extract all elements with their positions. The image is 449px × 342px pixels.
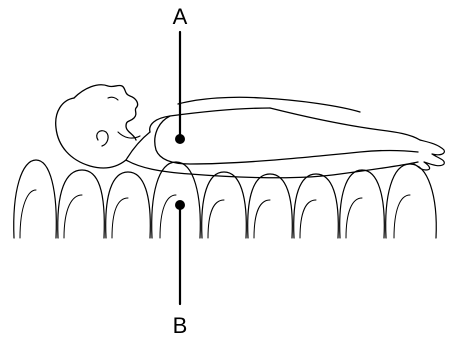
mattress-cell-inner [254,200,270,238]
head-outline [56,98,126,168]
mattress-cells [14,160,437,238]
ear [97,131,108,146]
mattress-cell-inner [346,198,362,238]
mattress-cell-inner [300,200,316,238]
label-b: B [173,313,188,338]
collar [118,132,140,138]
mattress-cell-inner [394,195,410,238]
mattress-cell-inner [20,190,36,238]
patient-figure [56,85,445,178]
body-lower [126,160,418,178]
hand [414,140,444,170]
mattress-cell-inner [64,195,82,238]
eye [108,97,118,100]
callout-a: A [173,4,188,144]
mattress-cell-inner [208,200,224,238]
shoulder [150,108,270,132]
upper-arm [155,116,418,164]
label-a: A [173,4,188,29]
mattress-cell [386,164,437,238]
arm-upper-edge [270,108,420,140]
torso-top [178,97,360,112]
mattress-cell-inner [160,195,176,238]
callout-b: B [173,200,188,338]
marker-dot-a [175,134,185,144]
neck [126,132,150,160]
mattress-cell-inner [112,198,128,238]
